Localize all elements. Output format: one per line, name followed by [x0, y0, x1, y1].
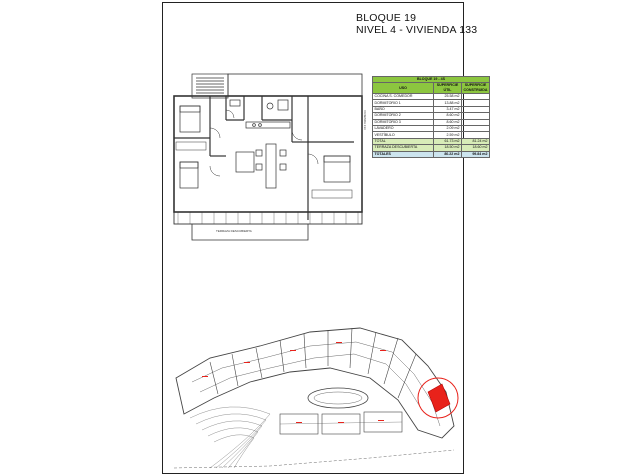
row-construida — [461, 105, 490, 114]
building-outline — [175, 327, 455, 439]
unit-label-marks — [202, 342, 386, 423]
roof-outline — [227, 73, 363, 97]
total-util: 80.22 m2 — [433, 150, 462, 158]
terrace-outline — [173, 211, 363, 225]
total-construida: 99.84 m2 — [461, 150, 490, 158]
terrace-note: TERRAZA DESCUBIERTA — [216, 229, 252, 233]
floor-plan: TERRAZA DESCUBIERTA VIVIENDA 133 — [173, 73, 367, 241]
terrace-projection — [191, 224, 309, 241]
row-construida — [461, 112, 490, 120]
col-header-construida: SUPERFICIE CONSTRUIDA — [461, 82, 490, 94]
bed-icon — [179, 105, 201, 133]
highlight-circle — [417, 377, 459, 419]
terrain-contours — [189, 406, 271, 469]
site-plan — [173, 327, 459, 469]
unit-title: NIVEL 4 - VIVIENDA 133 — [356, 24, 478, 36]
bed-icon — [323, 155, 351, 183]
total-label: TOTALES — [372, 150, 434, 158]
pool — [307, 387, 369, 409]
sink-icon — [229, 99, 241, 107]
row-construida — [461, 118, 490, 126]
col-header-uso: USO — [372, 82, 434, 94]
lower-block — [321, 413, 361, 435]
sofa-icon — [235, 151, 255, 173]
shower-icon — [277, 99, 289, 111]
row-construida — [461, 92, 490, 101]
block-title: BLOQUE 19 — [356, 12, 417, 24]
areas-table: BLOQUE 19 - 4S USO SUPERFICIE ÚTIL SUPER… — [372, 76, 490, 158]
stair-block — [191, 73, 229, 99]
bed-icon — [179, 161, 199, 189]
dining-table — [265, 143, 277, 189]
highlighted-unit — [427, 383, 451, 413]
col-header-util: SUPERFICIE ÚTIL — [433, 82, 462, 94]
row-construida — [461, 99, 490, 107]
unit-side-label: VIVIENDA 133 — [363, 110, 367, 130]
exterior-walls — [173, 95, 363, 213]
title-block: BLOQUE 19 NIVEL 4 - VIVIENDA 133 — [356, 12, 477, 36]
kitchen-counter — [245, 121, 291, 129]
terrace-railing — [177, 212, 359, 224]
toilet-icon — [266, 102, 274, 110]
stair-steps — [196, 77, 224, 94]
